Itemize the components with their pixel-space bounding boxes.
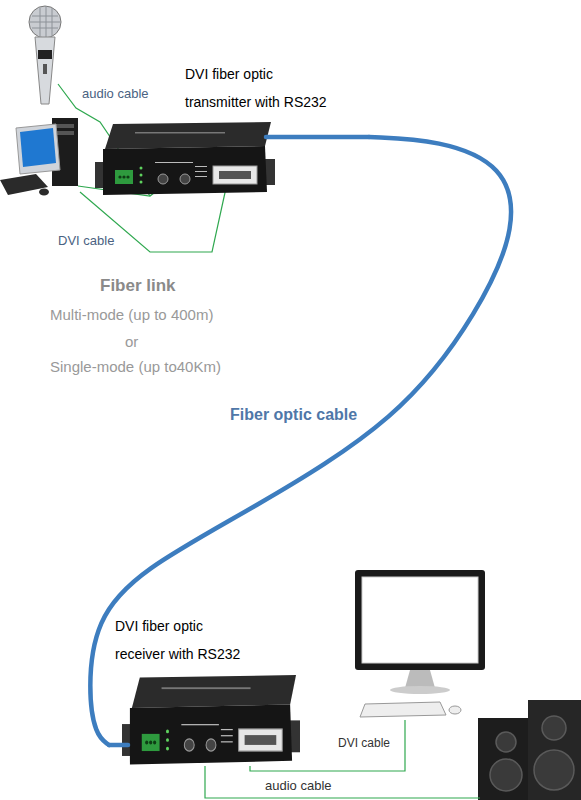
speaker-cone: [490, 759, 522, 791]
fiber-stub: [266, 135, 369, 140]
cable-label: Fiber optic cable: [228, 405, 359, 424]
microphone-grille: [30, 6, 60, 38]
display-mouse: [449, 706, 461, 714]
fiber-stub: [109, 743, 128, 748]
link-note: Single-mode (up to40Km): [50, 358, 221, 375]
pc-drive: [56, 131, 74, 135]
display-base: [390, 686, 450, 694]
device-title: DVI fiber optic transmitter with RS232: [185, 60, 335, 116]
dvi-wire: [250, 720, 405, 771]
device-node: DVI fiber optic receiver with RS232: [109, 612, 300, 770]
pc-keyboard: [0, 174, 48, 195]
cable-label: DVI cable: [58, 234, 114, 249]
pc-mouse: [39, 189, 49, 196]
connector-group: [90, 137, 511, 745]
receiver-unit: [122, 675, 300, 765]
cable-label: DVI cable: [338, 737, 390, 751]
microphone-head: [29, 6, 61, 38]
display-stand: [405, 670, 435, 688]
speaker: [478, 718, 534, 800]
device-title: DVI fiber optic receiver with RS232: [115, 612, 251, 668]
microphone-switch: [43, 64, 47, 74]
audio-wire: [205, 766, 480, 798]
display-bezel: [355, 570, 485, 670]
microphone-band: [38, 50, 52, 59]
speaker-cone: [534, 750, 574, 790]
microphone-handle: [35, 37, 55, 104]
device-node: DVI fiber optic transmitter with RS232: [95, 60, 369, 200]
pc-monitor: [16, 124, 60, 174]
cable-label: audio cable: [265, 779, 332, 794]
cable-label: audio cable: [82, 87, 149, 102]
pc-drive: [56, 124, 74, 128]
transmitter-unit: [95, 122, 275, 195]
link-note: Multi-mode (up to 400m): [50, 306, 213, 323]
pc-screen: [20, 128, 56, 167]
link-note: or: [125, 333, 138, 350]
fiber-cable: [90, 137, 511, 745]
display-keyboard: [360, 702, 446, 717]
link-heading: Fiber link: [100, 276, 176, 296]
speaker: [528, 700, 581, 800]
display-screen: [362, 577, 478, 663]
speaker-cone: [496, 732, 516, 752]
speaker-cone: [542, 716, 566, 740]
